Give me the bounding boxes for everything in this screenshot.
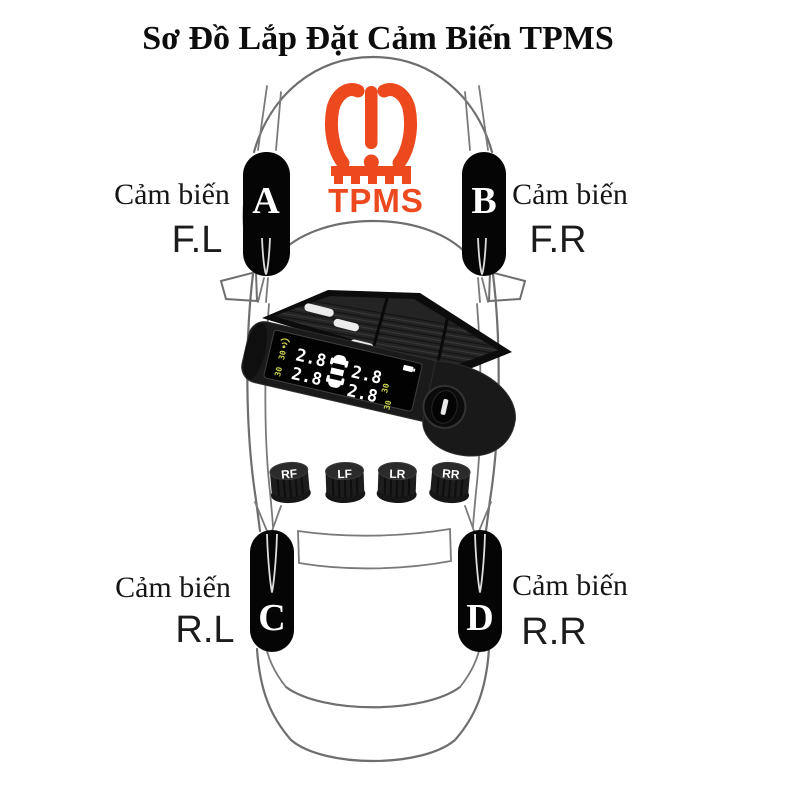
tpms-tread-tooth [385,176,394,184]
tpms-icon-right-arm [377,83,418,170]
tire-letter-b: B [471,180,496,222]
car-outline [219,55,527,763]
tire-letter-a: A [252,180,280,222]
front-left-lower-lines [257,277,269,303]
signal-icon [280,338,291,349]
strut-needle-rear-left [266,533,278,593]
tires: A B C D [243,152,506,652]
temp-front-left: 30 [277,349,288,361]
temp-rear-left: 30 [273,366,284,378]
display-body: 2.8 2.8 2.8 2.8 30 30 30 30 [241,321,516,457]
tire-front-right [462,152,506,276]
rear-window-band [297,527,452,570]
trunk-arc [284,685,462,709]
tpms-tread-tooth [368,176,377,184]
front-right-strut-lines [464,85,489,151]
strut-needle-front-left [261,237,271,275]
power-port-slot [440,398,449,415]
tpms-icon-left-arm [324,83,365,170]
hood-arc [252,55,494,154]
temp-rear-right: 30 [382,399,393,411]
tpms-tread-tooth [334,176,343,184]
wheel-labels: Cảm biến F.L Cảm biến F.R Cảm biến R.L C… [114,178,628,653]
page-title: Sơ Đồ Lắp Đặt Cảm Biến TPMS [142,20,614,57]
battery-icon [402,364,416,373]
right-mirror [487,270,527,303]
sensor-cap-rf: RF [269,461,311,504]
left-side-line [246,272,262,533]
code-front-left: F.L [172,219,223,261]
display-left-cap [243,322,267,380]
tpms-exclamation-bar [365,86,378,149]
front-right-lower-lines [477,277,489,303]
sensor-caps: RF LF LR RR [269,461,471,504]
sensor-cap-lr: LR [376,461,417,504]
tpms-display-unit: 2.8 2.8 2.8 2.8 30 30 30 30 [241,290,516,457]
strut-needle-front-right [477,237,487,275]
sensor-label-lf: LF [337,467,352,482]
temp-front-right: 30 [380,382,391,394]
label-front-left: Cảm biến [114,178,230,211]
windshield-arc [265,219,481,272]
tire-letter-c: C [258,597,285,639]
tpms-icon-label: TPMS [328,182,424,219]
lcd-car-icon [325,354,349,388]
label-rear-right: Cảm biến [512,569,628,602]
tpms-tread-bar [331,166,411,176]
left-mirror [219,270,259,303]
label-rear-left: Cảm biến [115,571,231,604]
sensor-label-rr: RR [442,466,461,481]
right-side-line [484,272,500,533]
tire-letter-d: D [466,597,493,639]
front-left-strut-lines [257,85,282,151]
label-front-right: Cảm biến [512,178,628,211]
tpms-tread-tooth [351,176,360,184]
rear-right-strut-lines [464,501,492,532]
code-rear-left: R.L [175,609,234,651]
tpms-icon: TPMS [324,83,424,219]
rear-body-outline [255,647,491,763]
sensor-label-lr: LR [389,467,406,482]
strut-needle-rear-right [474,533,486,593]
tpms-exclamation-dot [363,154,379,170]
display-right-horn [422,360,516,457]
rear-left-strut-lines [254,501,282,532]
code-rear-right: R.R [521,611,586,653]
sensor-cap-rr: RR [429,461,471,504]
code-front-right: F.R [530,219,587,261]
sensor-label-rf: RF [281,466,298,481]
tpms-tread-tooth [402,176,411,184]
tire-front-left [243,152,290,276]
sensor-cap-lf: LF [325,461,366,504]
